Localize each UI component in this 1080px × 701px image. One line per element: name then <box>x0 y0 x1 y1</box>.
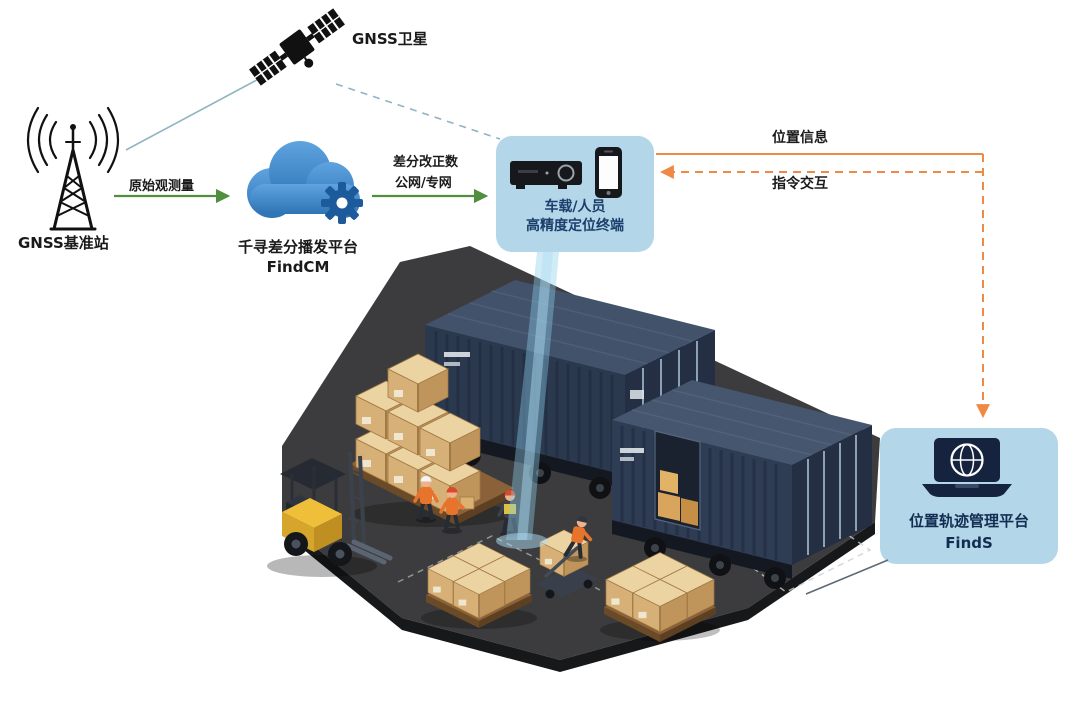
pallet-jack-handle <box>544 546 579 578</box>
position-info-label: 位置信息 <box>772 130 828 146</box>
helmet-icon <box>446 487 458 493</box>
radio-tower-icon <box>27 106 119 231</box>
correction-label-line2: 公网/专网 <box>395 176 452 191</box>
safety-vest <box>504 504 516 514</box>
helmet-icon <box>576 516 588 523</box>
worker <box>497 490 523 534</box>
pallet-boxes-center <box>421 542 537 629</box>
worker-shadow <box>567 556 587 562</box>
signal-waves-right-icon <box>88 106 119 174</box>
helmet-icon <box>504 490 516 496</box>
pallet-boxes-right <box>600 551 720 642</box>
forklift-forks <box>345 539 393 565</box>
satellite-to-base-link <box>125 73 269 151</box>
management-platform-product: FindS <box>945 534 993 552</box>
satellite-label: GNSS卫星 <box>352 30 428 48</box>
base-station-label: GNSS基准站 <box>18 234 109 252</box>
gear-icon <box>321 182 363 224</box>
helmet-icon <box>420 476 432 482</box>
command-label: 指令交互 <box>772 176 828 192</box>
positioning-beam <box>496 252 559 549</box>
forklift <box>267 451 393 577</box>
warehouse-illustration <box>267 246 880 672</box>
vehicle-terminal-icon <box>510 161 582 189</box>
pallet-jack <box>536 529 598 599</box>
smartphone-icon <box>595 147 622 198</box>
floor-lane-line <box>397 535 601 591</box>
signal-waves-left-icon <box>27 106 58 174</box>
floor-front-edge <box>282 520 875 672</box>
worker <box>413 476 439 520</box>
worker <box>563 516 593 559</box>
platform-callout-line <box>805 559 889 595</box>
shipping-container-open-door <box>612 380 872 589</box>
management-platform-name: 位置轨迹管理平台 <box>908 512 1029 530</box>
cloud-platform-name: 千寻差分播发平台 <box>237 238 358 256</box>
satellite-to-terminal-link <box>335 83 501 140</box>
worker <box>439 487 475 531</box>
container-door-rods <box>807 435 857 555</box>
satellite-icon <box>249 8 345 86</box>
raw-observation-label: 原始观测量 <box>129 179 195 194</box>
cloud-gear-icon <box>247 141 363 224</box>
terminal-label-line2: 高精度定位终端 <box>526 218 624 234</box>
laptop-globe-icon <box>922 438 1012 497</box>
cloud-platform-product: FindCM <box>266 258 330 276</box>
terminal-label-line1: 车载/人员 <box>544 199 606 215</box>
correction-label-line1: 差分改正数 <box>393 155 459 170</box>
